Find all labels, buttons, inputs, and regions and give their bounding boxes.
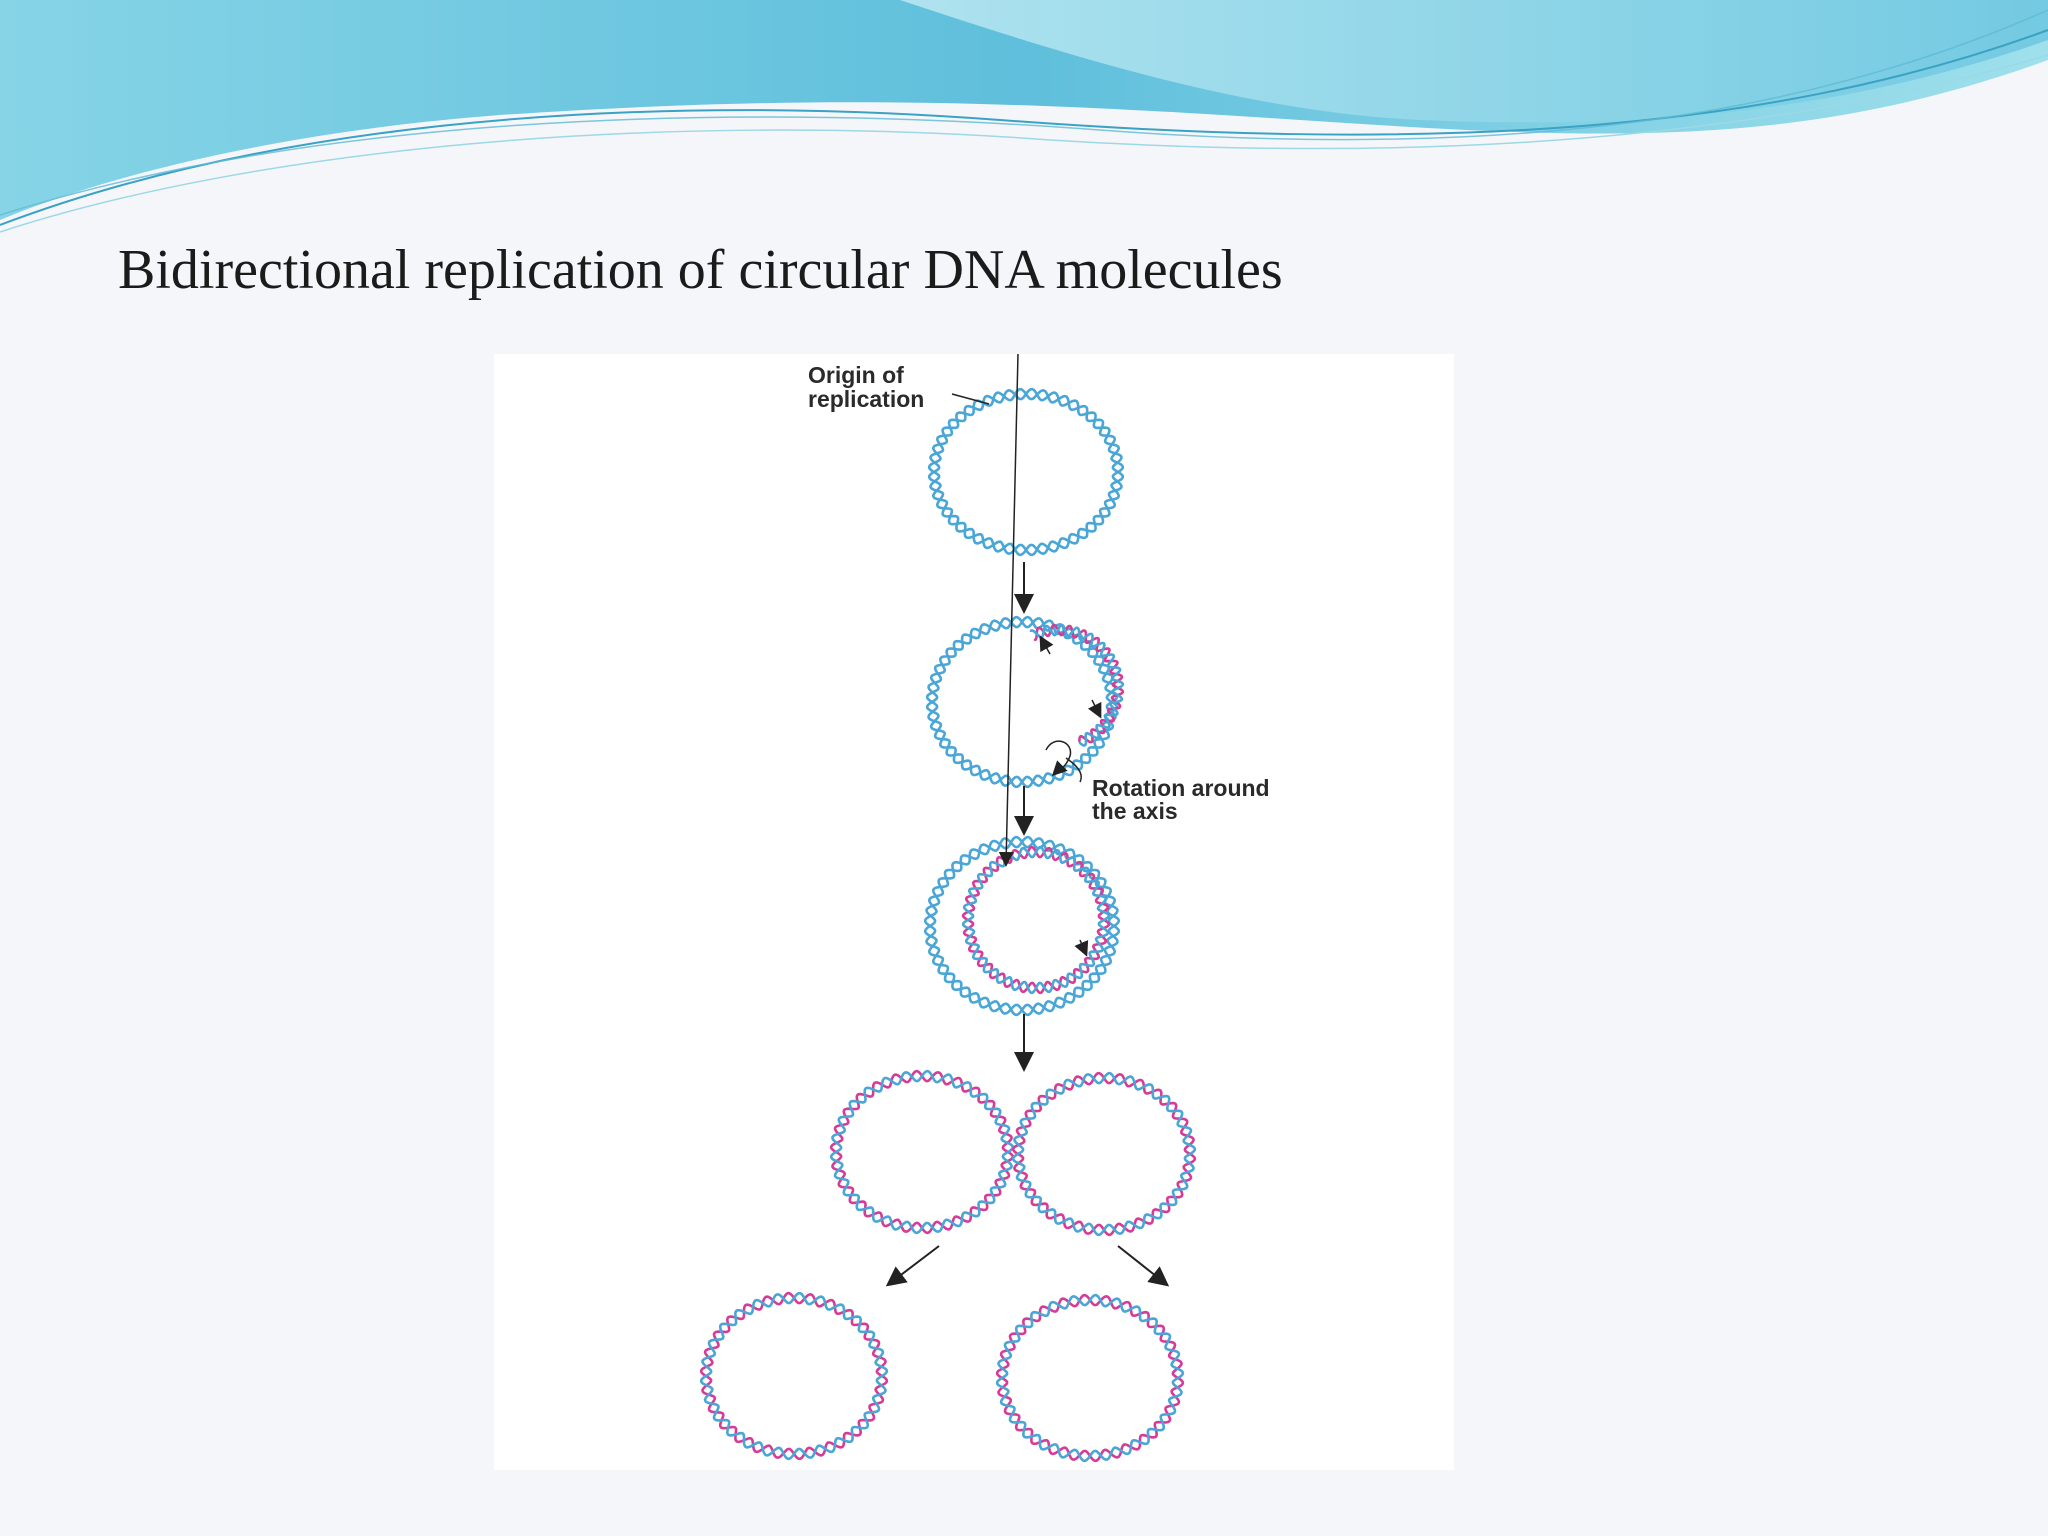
- origin-pointer-line: [951, 393, 990, 405]
- stage2-new-arc-strand-a: [1033, 623, 1125, 744]
- diagram-canvas: Origin of replication Rotation around th…: [699, 354, 1276, 1463]
- parental-circle-strand-b: [927, 387, 1125, 557]
- rotation-curl-arrow: [1045, 740, 1072, 777]
- separated-molecule-right-strand-b: [995, 1293, 1185, 1463]
- rotation-label: Rotation around the axis: [1092, 775, 1276, 824]
- daughter-circle-left-strand-b: [829, 1069, 1015, 1235]
- fork-arrow-upper-3: [998, 354, 1019, 867]
- rotation-label-line-1: Rotation around: [1092, 775, 1270, 801]
- origin-label-line-2: replication: [808, 386, 924, 412]
- rotation-curl-tail: [1065, 757, 1082, 783]
- fork-arrow-lower-2: [1087, 699, 1102, 719]
- dna-replication-figure: Origin of replication Rotation around th…: [494, 354, 1454, 1470]
- separation-arrow-left: [885, 1245, 940, 1287]
- slide-title: Bidirectional replication of circular DN…: [118, 239, 1283, 301]
- header-wave-decoration: [0, 0, 2048, 233]
- origin-label-line-1: Origin of: [808, 362, 904, 388]
- daughter-circle-right-strand-b: [1011, 1071, 1197, 1237]
- fork-arrow-lower-3: [1074, 939, 1089, 957]
- origin-label: Origin of replication: [808, 362, 924, 412]
- dna-strands-layer: [699, 387, 1197, 1463]
- fork-arrow-upper-2: [1039, 635, 1054, 655]
- separation-arrow-right: [1117, 1245, 1170, 1287]
- stage3-outer-circle-strand-b: [923, 835, 1121, 1017]
- stage3-inner-circle-strand-b: [961, 845, 1111, 995]
- rotation-label-line-2: the axis: [1092, 798, 1178, 824]
- stage2-new-arc-strand-b: [1029, 623, 1125, 747]
- separated-molecule-left-strand-b: [699, 1291, 889, 1461]
